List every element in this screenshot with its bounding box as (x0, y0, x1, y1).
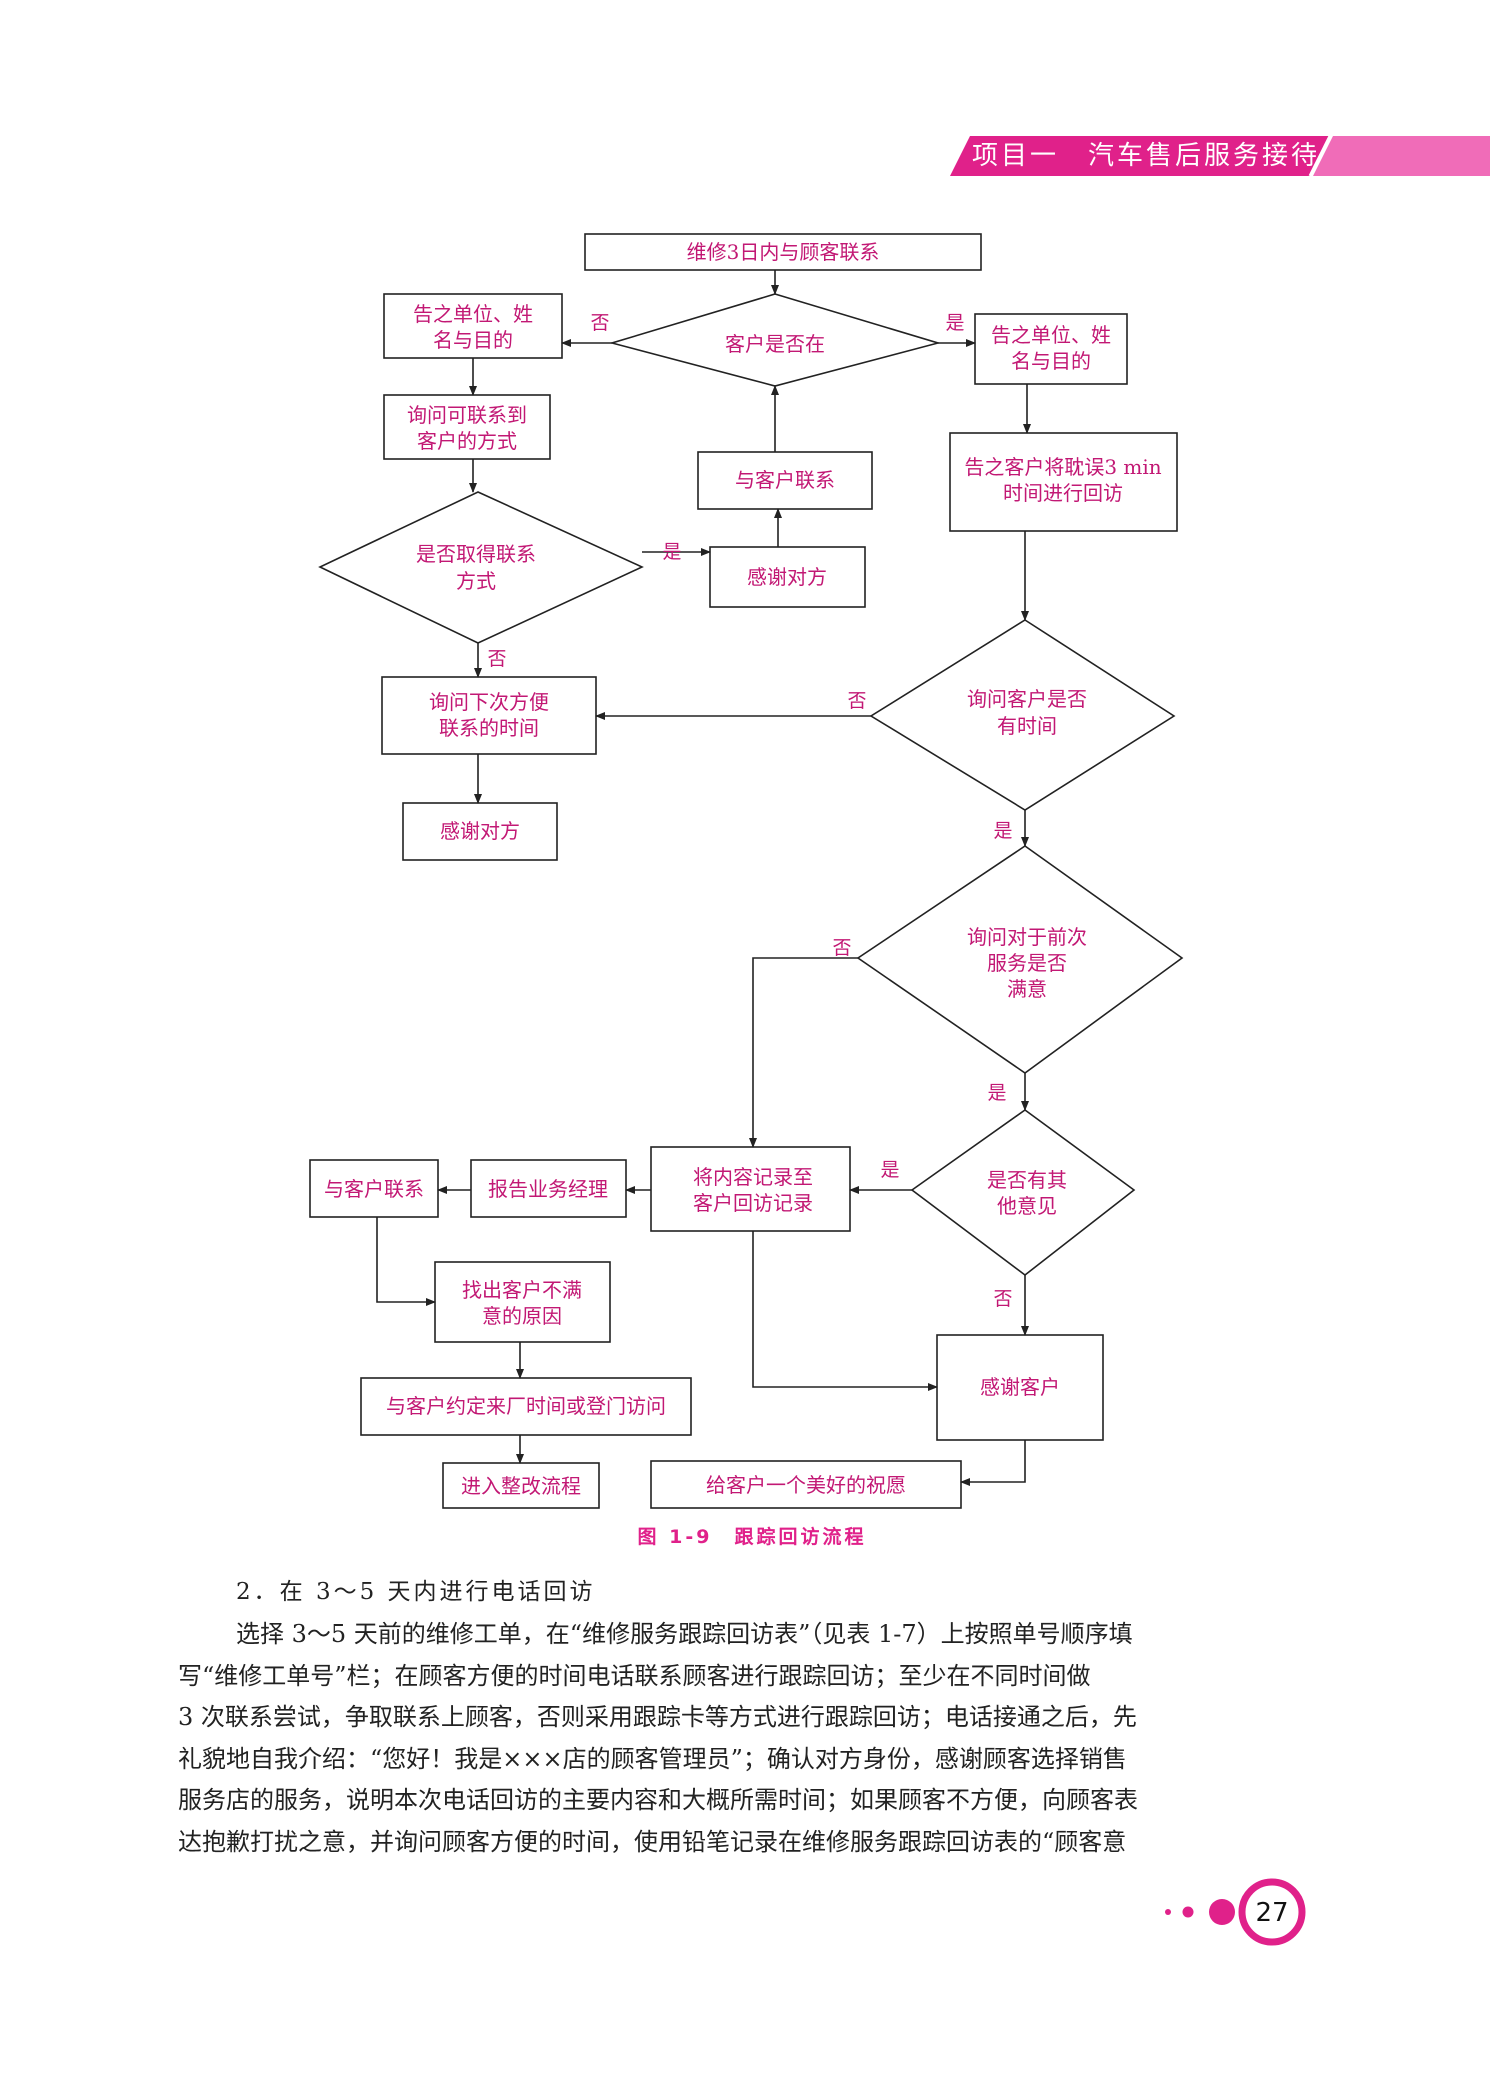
text-ask-contact-1: 询问可联系到 (407, 403, 527, 427)
node-other-opinion (910, 1109, 1136, 1277)
label-yes-3: 是 (993, 820, 1012, 842)
node-tell-unit-right (974, 313, 1128, 385)
text-got-contact-1: 是否取得联系 (416, 542, 536, 566)
text-satisfied-1: 询问对于前次 (967, 925, 1087, 949)
paragraph-line: 服务店的服务，说明本次电话回访的主要内容和大概所需时间；如果顾客不方便，向顾客表 (178, 1786, 1138, 1814)
paragraph-line: 达抱歉打扰之意，并询问顾客方便的时间，使用铅笔记录在维修服务跟踪回访表的“顾客意 (178, 1827, 1127, 1856)
text-thank-1: 感谢对方 (747, 565, 827, 589)
paragraph-line: 礼貌地自我介绍：“您好！我是×××店的顾客管理员”；确认对方身份，感谢顾客选择销… (178, 1744, 1127, 1773)
text-appointment: 与客户约定来厂时间或登门访问 (386, 1394, 666, 1418)
dot-medium-icon (1182, 1906, 1194, 1918)
page-number-badge: 27 (1165, 1878, 1306, 1946)
figure-caption: 图 1-9 跟踪回访流程 (637, 1526, 867, 1548)
dot-large-icon (1209, 1899, 1235, 1925)
node-contact-customer (697, 451, 873, 510)
text-record-1: 将内容记录至 (693, 1165, 813, 1189)
text-thank-2: 感谢对方 (440, 819, 520, 843)
text-rectify: 进入整改流程 (461, 1474, 581, 1498)
dot-small-icon (1165, 1909, 1171, 1915)
flow-connector (376, 1217, 436, 1306)
text-is-present: 客户是否在 (725, 332, 825, 356)
node-got-contact (318, 491, 644, 644)
text-start: 维修3日内与顾客联系 (687, 240, 880, 264)
text-report-manager: 报告业务经理 (488, 1177, 608, 1201)
text-wish: 给客户一个美好的祝愿 (706, 1473, 906, 1497)
text-satisfied-3: 满意 (1007, 977, 1047, 1001)
flow-connector (752, 1231, 938, 1391)
text-other-opinion-1: 是否有其 (987, 1168, 1067, 1192)
label-no-3: 否 (847, 690, 866, 712)
header-title: 项目一 汽车售后服务接待 (972, 141, 1321, 171)
header-banner (950, 136, 1490, 176)
node-ask-contact (383, 394, 551, 460)
paragraph-line: 3 次联系尝试，争取联系上顾客，否则采用跟踪卡等方式进行跟踪回访；电话接通之后，… (178, 1703, 1137, 1731)
label-yes-5: 是 (880, 1159, 899, 1181)
node-start (584, 233, 982, 271)
label-no-4: 否 (832, 937, 851, 959)
paragraph-line: 选择 3～5 天前的维修工单，在“维修服务跟踪回访表”（见表 1-7）上按照单号… (236, 1620, 1133, 1648)
text-tell-unit-right-2: 名与目的 (1011, 349, 1091, 373)
label-no-5: 否 (993, 1288, 1012, 1310)
text-tell-unit-left-1: 告之单位、姓 (413, 302, 533, 326)
label-no-2: 否 (487, 648, 506, 670)
flowchart: 维修3日内与顾客联系 客户是否在 告之单位、姓 名与目的 告之单位、姓 名与目的… (309, 233, 1184, 1509)
text-tell-unit-left-2: 名与目的 (433, 328, 513, 352)
body-paragraph: 选择 3～5 天前的维修工单，在“维修服务跟踪回访表”（见表 1-7）上按照单号… (178, 1614, 1318, 1863)
flow-connector (960, 1440, 1026, 1486)
node-tell-delay (949, 432, 1178, 532)
node-find-reason (434, 1261, 611, 1343)
page-circle-icon (1238, 1878, 1306, 1946)
text-find-reason-2: 意的原因 (482, 1304, 562, 1328)
section-title: 2．在 3～5 天内进行电话回访 (236, 1579, 596, 1605)
text-contact-customer: 与客户联系 (735, 468, 835, 492)
paragraph-line: 写“维修工单号”栏；在顾客方便的时间电话联系顾客进行跟踪回访；至少在不同时间做 (178, 1661, 1091, 1690)
text-thank-customer: 感谢客户 (980, 1375, 1060, 1399)
page-number: 27 (1255, 1898, 1288, 1928)
text-ask-has-time-1: 询问客户是否 (967, 687, 1087, 711)
node-appointment (360, 1377, 692, 1436)
label-yes-2: 是 (662, 541, 681, 563)
text-ask-next-time-2: 联系的时间 (439, 716, 539, 740)
text-got-contact-2: 方式 (456, 569, 496, 593)
text-tell-delay-1: 告之客户将耽误3 min (964, 455, 1161, 479)
text-find-reason-1: 找出客户不满 (462, 1278, 582, 1302)
node-thank-1 (709, 546, 866, 608)
text-ask-next-time-1: 询问下次方便 (429, 690, 549, 714)
text-tell-unit-right-1: 告之单位、姓 (991, 323, 1111, 347)
text-ask-has-time-2: 有时间 (997, 714, 1057, 738)
text-other-opinion-2: 他意见 (997, 1194, 1057, 1218)
text-contact-customer-2: 与客户联系 (324, 1177, 424, 1201)
text-record-2: 客户回访记录 (693, 1191, 813, 1215)
flow-connector (749, 957, 858, 1148)
label-no-1: 否 (590, 312, 609, 334)
label-yes-1: 是 (945, 312, 964, 334)
text-tell-delay-2: 时间进行回访 (1003, 481, 1123, 505)
text-ask-contact-2: 客户的方式 (417, 429, 517, 453)
text-satisfied-2: 服务是否 (987, 951, 1067, 975)
node-record (650, 1146, 851, 1232)
label-yes-4: 是 (987, 1082, 1006, 1104)
